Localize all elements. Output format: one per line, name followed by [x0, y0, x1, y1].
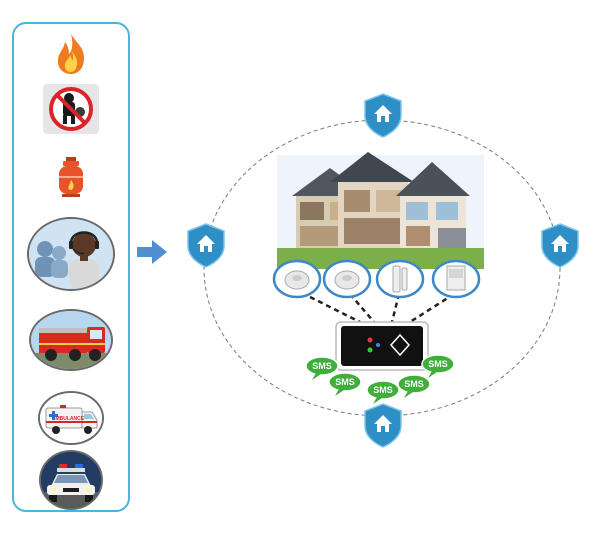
svg-text:SMS: SMS [312, 361, 332, 371]
sms-bubble: SMS [422, 355, 454, 378]
svg-text:SMS: SMS [335, 377, 355, 387]
sms-bubble: SMS [367, 381, 399, 404]
svg-text:SMS: SMS [404, 379, 424, 389]
svg-text:SMS: SMS [373, 385, 393, 395]
sms-bubble: SMS [329, 373, 361, 396]
sms-bubble: SMS [398, 375, 430, 398]
svg-text:SMS: SMS [428, 359, 448, 369]
